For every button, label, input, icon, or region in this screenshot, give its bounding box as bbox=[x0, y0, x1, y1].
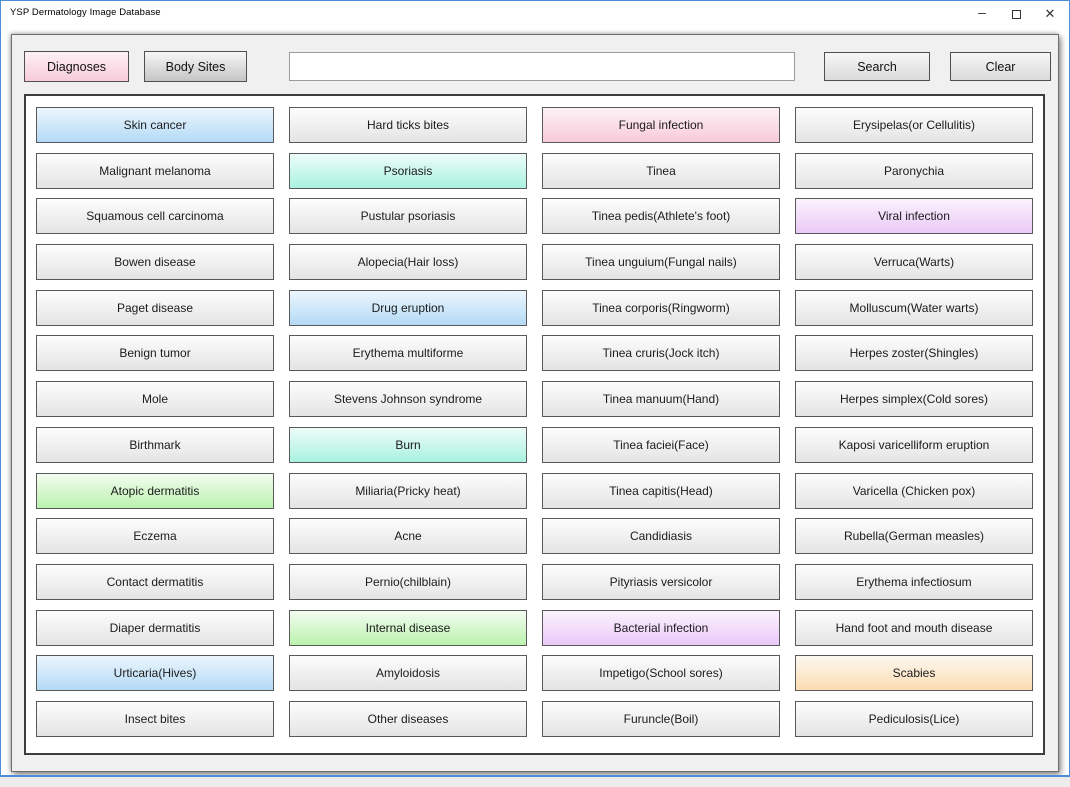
diagnosis-button-skin-cancer[interactable]: Skin cancer bbox=[36, 107, 274, 143]
diagnosis-button-molluscum-water-warts[interactable]: Molluscum(Water warts) bbox=[795, 289, 1033, 326]
window-controls: – ✕ bbox=[965, 1, 1067, 27]
diagnosis-button-fungal-infection[interactable]: Fungal infection bbox=[542, 107, 780, 143]
diagnosis-button-eczema[interactable]: Eczema bbox=[36, 518, 274, 555]
diagnosis-button-tinea-corporis-ringworm[interactable]: Tinea corporis(Ringworm) bbox=[542, 289, 780, 326]
diagnosis-button-viral-infection[interactable]: Viral infection bbox=[795, 198, 1033, 235]
diagnosis-grid: Skin cancer Hard ticks bites Fungal infect… bbox=[24, 94, 1045, 755]
diagnosis-button-tinea-faciei-face[interactable]: Tinea faciei(Face) bbox=[542, 426, 780, 463]
diagnosis-button-erysipelas-or-cellulitis[interactable]: Erysipelas(or Cellulitis) bbox=[795, 107, 1033, 143]
diagnosis-button-mole[interactable]: Mole bbox=[36, 381, 274, 418]
diagnosis-button-candidiasis[interactable]: Candidiasis bbox=[542, 518, 780, 555]
body-sites-button-label: Body Sites bbox=[165, 59, 226, 74]
diagnosis-button-varicella-chicken-pox[interactable]: Varicella (Chicken pox) bbox=[795, 472, 1033, 509]
diagnosis-button-verruca-warts[interactable]: Verruca(Warts) bbox=[795, 244, 1033, 281]
diagnosis-button-malignant-melanoma[interactable]: Malignant melanoma bbox=[36, 152, 274, 189]
diagnosis-button-diaper-dermatitis[interactable]: Diaper dermatitis bbox=[36, 609, 274, 646]
diagnosis-button-kaposi-varicelliform-eruption[interactable]: Kaposi varicelliform eruption bbox=[795, 426, 1033, 463]
diagnosis-button-scabies[interactable]: Scabies bbox=[795, 655, 1033, 692]
search-input[interactable] bbox=[289, 52, 795, 81]
diagnosis-button-paget-disease[interactable]: Paget disease bbox=[36, 289, 274, 326]
diagnosis-button-bacterial-infection[interactable]: Bacterial infection bbox=[542, 609, 780, 646]
diagnosis-button-stevens-johnson-syndrome[interactable]: Stevens Johnson syndrome bbox=[289, 381, 527, 418]
clear-button[interactable]: Clear bbox=[950, 52, 1051, 81]
diagnosis-button-hard-ticks-bites[interactable]: Hard ticks bites bbox=[289, 107, 527, 143]
search-button-label: Search bbox=[857, 59, 897, 74]
diagnosis-button-tinea[interactable]: Tinea bbox=[542, 152, 780, 189]
diagnosis-button-erythema-infectiosum[interactable]: Erythema infectiosum bbox=[795, 563, 1033, 600]
diagnoses-button[interactable]: Diagnoses bbox=[24, 51, 129, 82]
diagnosis-button-paronychia[interactable]: Paronychia bbox=[795, 152, 1033, 189]
diagnosis-button-squamous-cell-carcinoma[interactable]: Squamous cell carcinoma bbox=[36, 198, 274, 235]
diagnosis-button-burn[interactable]: Burn bbox=[289, 426, 527, 463]
diagnosis-button-pityriasis-versicolor[interactable]: Pityriasis versicolor bbox=[542, 563, 780, 600]
diagnosis-button-pernio-chilblain[interactable]: Pernio(chilblain) bbox=[289, 563, 527, 600]
diagnosis-button-tinea-manuum-hand[interactable]: Tinea manuum(Hand) bbox=[542, 381, 780, 418]
diagnosis-button-tinea-unguium-fungal-nails[interactable]: Tinea unguium(Fungal nails) bbox=[542, 244, 780, 281]
diagnosis-button-pustular-psoriasis[interactable]: Pustular psoriasis bbox=[289, 198, 527, 235]
diagnosis-button-contact-dermatitis[interactable]: Contact dermatitis bbox=[36, 563, 274, 600]
diagnosis-button-bowen-disease[interactable]: Bowen disease bbox=[36, 244, 274, 281]
desktop-strip bbox=[0, 779, 1070, 787]
diagnosis-button-psoriasis[interactable]: Psoriasis bbox=[289, 152, 527, 189]
diagnosis-button-insect-bites[interactable]: Insect bites bbox=[36, 700, 274, 737]
diagnosis-button-rubella-german-measles[interactable]: Rubella(German measles) bbox=[795, 518, 1033, 555]
diagnosis-button-furuncle-boil[interactable]: Furuncle(Boil) bbox=[542, 700, 780, 737]
diagnosis-button-herpes-zoster-shingles[interactable]: Herpes zoster(Shingles) bbox=[795, 335, 1033, 372]
diagnosis-button-amyloidosis[interactable]: Amyloidosis bbox=[289, 655, 527, 692]
diagnosis-button-birthmark[interactable]: Birthmark bbox=[36, 426, 274, 463]
main-panel: Diagnoses Body Sites Search Clear Skin c… bbox=[11, 34, 1059, 772]
diagnosis-button-acne[interactable]: Acne bbox=[289, 518, 527, 555]
clear-button-label: Clear bbox=[985, 59, 1016, 74]
diagnosis-button-herpes-simplex-cold-sores[interactable]: Herpes simplex(Cold sores) bbox=[795, 381, 1033, 418]
window-title: YSP Dermatology Image Database bbox=[10, 7, 161, 18]
diagnosis-button-atopic-dermatitis[interactable]: Atopic dermatitis bbox=[36, 472, 274, 509]
diagnosis-button-tinea-cruris-jock-itch[interactable]: Tinea cruris(Jock itch) bbox=[542, 335, 780, 372]
diagnosis-button-erythema-multiforme[interactable]: Erythema multiforme bbox=[289, 335, 527, 372]
diagnosis-button-impetigo-school-sores[interactable]: Impetigo(School sores) bbox=[542, 655, 780, 692]
diagnoses-button-label: Diagnoses bbox=[46, 59, 107, 74]
diagnosis-button-tinea-pedis-athlete-s-foot[interactable]: Tinea pedis(Athlete's foot) bbox=[542, 198, 780, 235]
diagnosis-button-tinea-capitis-head[interactable]: Tinea capitis(Head) bbox=[542, 472, 780, 509]
close-icon: ✕ bbox=[1044, 6, 1056, 21]
diagnosis-button-urticaria-hives[interactable]: Urticaria(Hives) bbox=[36, 655, 274, 692]
diagnosis-button-hand-foot-and-mouth-disease[interactable]: Hand foot and mouth disease bbox=[795, 609, 1033, 646]
maximize-icon bbox=[1011, 9, 1021, 19]
body-sites-button[interactable]: Body Sites bbox=[144, 51, 247, 82]
diagnosis-button-miliaria-pricky-heat[interactable]: Miliaria(Pricky heat) bbox=[289, 472, 527, 509]
title-bar: YSP Dermatology Image Database – ✕ bbox=[1, 1, 1069, 27]
diagnosis-button-other-diseases[interactable]: Other diseases bbox=[289, 700, 527, 737]
maximize-button[interactable] bbox=[999, 1, 1033, 27]
diagnosis-button-alopecia-hair-loss[interactable]: Alopecia(Hair loss) bbox=[289, 244, 527, 281]
diagnosis-button-benign-tumor[interactable]: Benign tumor bbox=[36, 335, 274, 372]
minimize-icon: – bbox=[978, 4, 986, 20]
diagnosis-button-drug-eruption[interactable]: Drug eruption bbox=[289, 289, 527, 326]
minimize-button[interactable]: – bbox=[965, 1, 999, 27]
diagnosis-button-internal-disease[interactable]: Internal disease bbox=[289, 609, 527, 646]
search-button[interactable]: Search bbox=[824, 52, 930, 81]
close-button[interactable]: ✕ bbox=[1033, 1, 1067, 27]
diagnosis-button-pediculosis-lice[interactable]: Pediculosis(Lice) bbox=[795, 700, 1033, 737]
